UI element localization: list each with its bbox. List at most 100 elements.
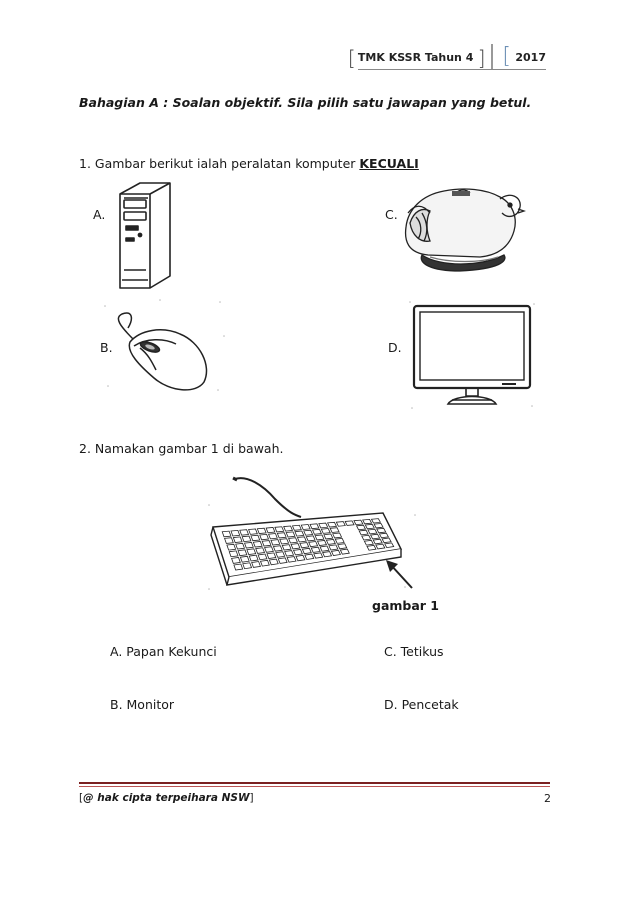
keyboard-key [232, 536, 243, 543]
keyboard-key [286, 556, 297, 563]
system-unit-icon [119, 182, 171, 289]
keyboard-key [241, 535, 252, 543]
keyboard-key [311, 528, 322, 535]
keyboard-key [344, 520, 355, 526]
keyboard-key [274, 526, 285, 533]
answer-option-a: A. Papan Kekunci [110, 644, 217, 659]
monitor-icon [409, 301, 535, 409]
header-separator [491, 44, 494, 70]
keyboard-key [250, 534, 261, 542]
keyboard-key [233, 563, 244, 571]
keyboard-key [339, 548, 350, 555]
keyboard-key [239, 555, 250, 563]
header-rule [358, 69, 546, 70]
keyboard-key [231, 557, 241, 564]
header-subject-text: TMK KSSR Tahun 4 [357, 50, 474, 64]
keyboard-key [320, 528, 331, 534]
keyboard-key [267, 533, 278, 540]
keyboard-key [230, 529, 241, 537]
keyboard-key [375, 543, 386, 550]
keyboard-key [305, 535, 316, 542]
keyboard-key [332, 532, 343, 539]
answer-option-b: B. Monitor [110, 697, 175, 712]
keyboard-key [313, 552, 324, 559]
figure-caption: gambar 1 [372, 598, 440, 613]
footer-rule-secondary [79, 786, 550, 787]
keyboard-key [314, 534, 325, 541]
keyboard-key [283, 525, 294, 532]
keyboard-key [268, 558, 279, 566]
keyboard-key [277, 557, 288, 564]
chicken-toy-icon [404, 188, 526, 272]
keyboard-key [266, 552, 277, 559]
keyboard-key [372, 538, 383, 545]
question-1-keyword: KECUALI [359, 156, 419, 171]
keyboard-key [384, 542, 395, 549]
keyboard-key [300, 524, 311, 530]
answer-option-c: C. Tetikus [384, 644, 444, 659]
section-heading: Bahagian A : Soalan objektif. Sila pilih… [79, 95, 532, 110]
q1-option-c-label: C. [385, 207, 398, 222]
footer-copyright: [@ hak cipta terpeihara NSW] [79, 792, 254, 804]
keyboard-key [248, 528, 258, 535]
keyboard-key [335, 521, 346, 527]
keyboard-key [288, 537, 298, 544]
keyboard-key [318, 522, 329, 529]
footer-copyright-text: @ hak cipta terpeihara NSW [83, 792, 250, 804]
keyboard-key [304, 553, 315, 560]
keyboard-key [337, 543, 348, 550]
keyboard-key [270, 539, 281, 546]
keyboard-key [285, 531, 296, 538]
keyboard-key [358, 529, 369, 536]
q1-option-b-label: B. [100, 340, 113, 355]
header-year: [2017 [502, 43, 546, 69]
keyboard-key [290, 543, 301, 550]
page-header: [TMK KSSR Tahun 4] [2017 [348, 43, 546, 70]
keyboard-key [367, 528, 378, 535]
keyboard-key [226, 543, 237, 551]
keyboard-key [373, 523, 384, 529]
keyboard-key [292, 549, 303, 556]
keyboard-key [301, 547, 312, 555]
keyboard-key [235, 542, 245, 550]
footer-rule [79, 782, 550, 784]
keyboard-key [296, 536, 307, 543]
keyboard-key [329, 527, 340, 533]
keyboard-key [246, 548, 257, 555]
keyboard-key [242, 562, 253, 570]
q1-option-a-label: A. [93, 207, 106, 222]
keyboard-key [364, 523, 375, 530]
keyboard-key [376, 527, 387, 534]
keyboard-key [281, 544, 292, 551]
keyboard-key [319, 545, 330, 552]
keyboard-key [330, 549, 341, 556]
keyboard-key [237, 549, 248, 557]
keyboard-key [243, 541, 254, 549]
keyboard-key [272, 545, 283, 552]
pointer-arrow-icon [386, 560, 413, 589]
keyboard-key [251, 561, 261, 568]
keyboard-key [309, 523, 320, 530]
keyboard-key [326, 521, 338, 528]
keyboard-key [308, 541, 319, 548]
keyboard-key [328, 544, 339, 551]
keyboard-key [275, 551, 286, 558]
keyboard-key [370, 518, 382, 524]
keyboard-key [248, 554, 259, 562]
q1-option-d-label: D. [388, 340, 402, 355]
keyboard-icon [208, 476, 416, 590]
keyboard-key [362, 518, 373, 525]
keyboard-key [224, 537, 234, 544]
keyboard-key [239, 529, 250, 536]
keyboard-key [295, 554, 306, 562]
keyboard-key [353, 519, 364, 526]
mouse-icon [104, 299, 225, 391]
keyboard-key [221, 530, 232, 538]
keyboard-key [276, 532, 287, 539]
keyboard-key [261, 540, 272, 547]
keyboard-key [299, 542, 310, 549]
keyboard-key [369, 533, 381, 540]
keyboard-keys [221, 518, 395, 571]
keyboard-key [381, 537, 392, 544]
